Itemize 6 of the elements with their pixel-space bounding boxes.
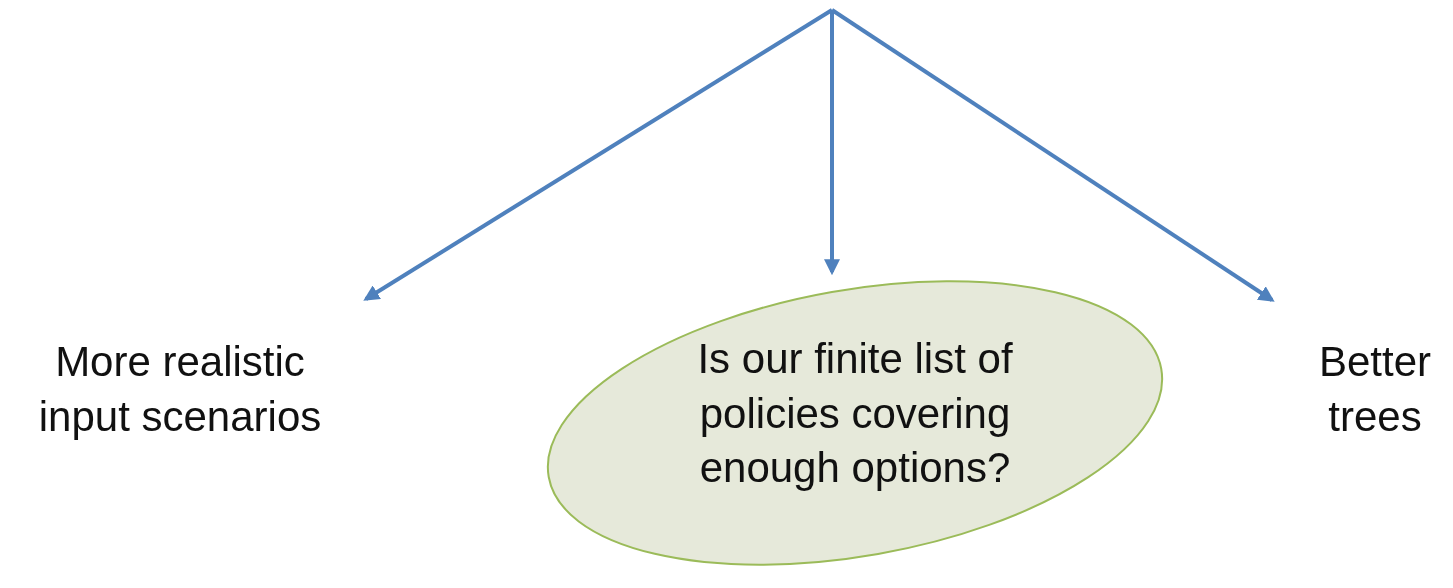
question-text: Is our finite list of policies covering enough options? [696, 334, 1014, 494]
branch-label: More realistic input scenarios [20, 335, 340, 445]
arrow [363, 8, 834, 301]
arrow [824, 10, 840, 276]
arrow [830, 8, 1275, 302]
branch-label: Better trees [1300, 335, 1450, 445]
